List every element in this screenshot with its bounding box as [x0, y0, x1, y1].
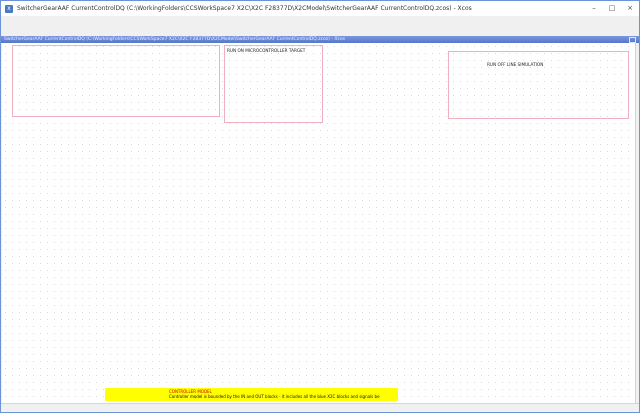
controller-model-banner-body: Controller model is bounded by the IN an… — [169, 394, 380, 399]
status-bar — [1, 403, 639, 412]
app-icon: x — [5, 4, 13, 13]
offline-simulation-note-title: RUN OFF LINE SIMULATION — [487, 62, 544, 67]
description-note[interactable] — [12, 45, 220, 117]
microcontroller-note-title: RUN ON MICROCONTROLLER TARGET — [227, 48, 306, 53]
close-button[interactable]: × — [627, 4, 633, 12]
restore-icon[interactable] — [629, 36, 636, 43]
offline-simulation-note[interactable]: RUN OFF LINE SIMULATION — [448, 51, 629, 119]
diagram-canvas[interactable]: RUN ON MICROCONTROLLER TARGET RUN OFF LI… — [2, 43, 636, 406]
window-title: SwitcherGearAAF CurrentControlDQ (C:\Wor… — [17, 5, 472, 12]
menu-bar — [1, 16, 639, 26]
diagram-tab-title: SwitcherGearAAF CurrentControlDQ (C:\Wor… — [4, 37, 346, 42]
microcontroller-note[interactable]: RUN ON MICROCONTROLLER TARGET — [224, 45, 323, 123]
title-bar: x SwitcherGearAAF CurrentControlDQ (C:\W… — [1, 1, 639, 17]
controller-model-banner-title: CONTROLLER MODEL — [169, 389, 212, 394]
maximize-button[interactable]: □ — [608, 4, 616, 12]
minimize-button[interactable]: – — [592, 4, 596, 12]
diagram-tab-bar[interactable]: SwitcherGearAAF CurrentControlDQ (C:\Wor… — [1, 36, 639, 43]
controller-model-banner[interactable]: CONTROLLER MODEL Controller model is bou… — [105, 388, 398, 401]
